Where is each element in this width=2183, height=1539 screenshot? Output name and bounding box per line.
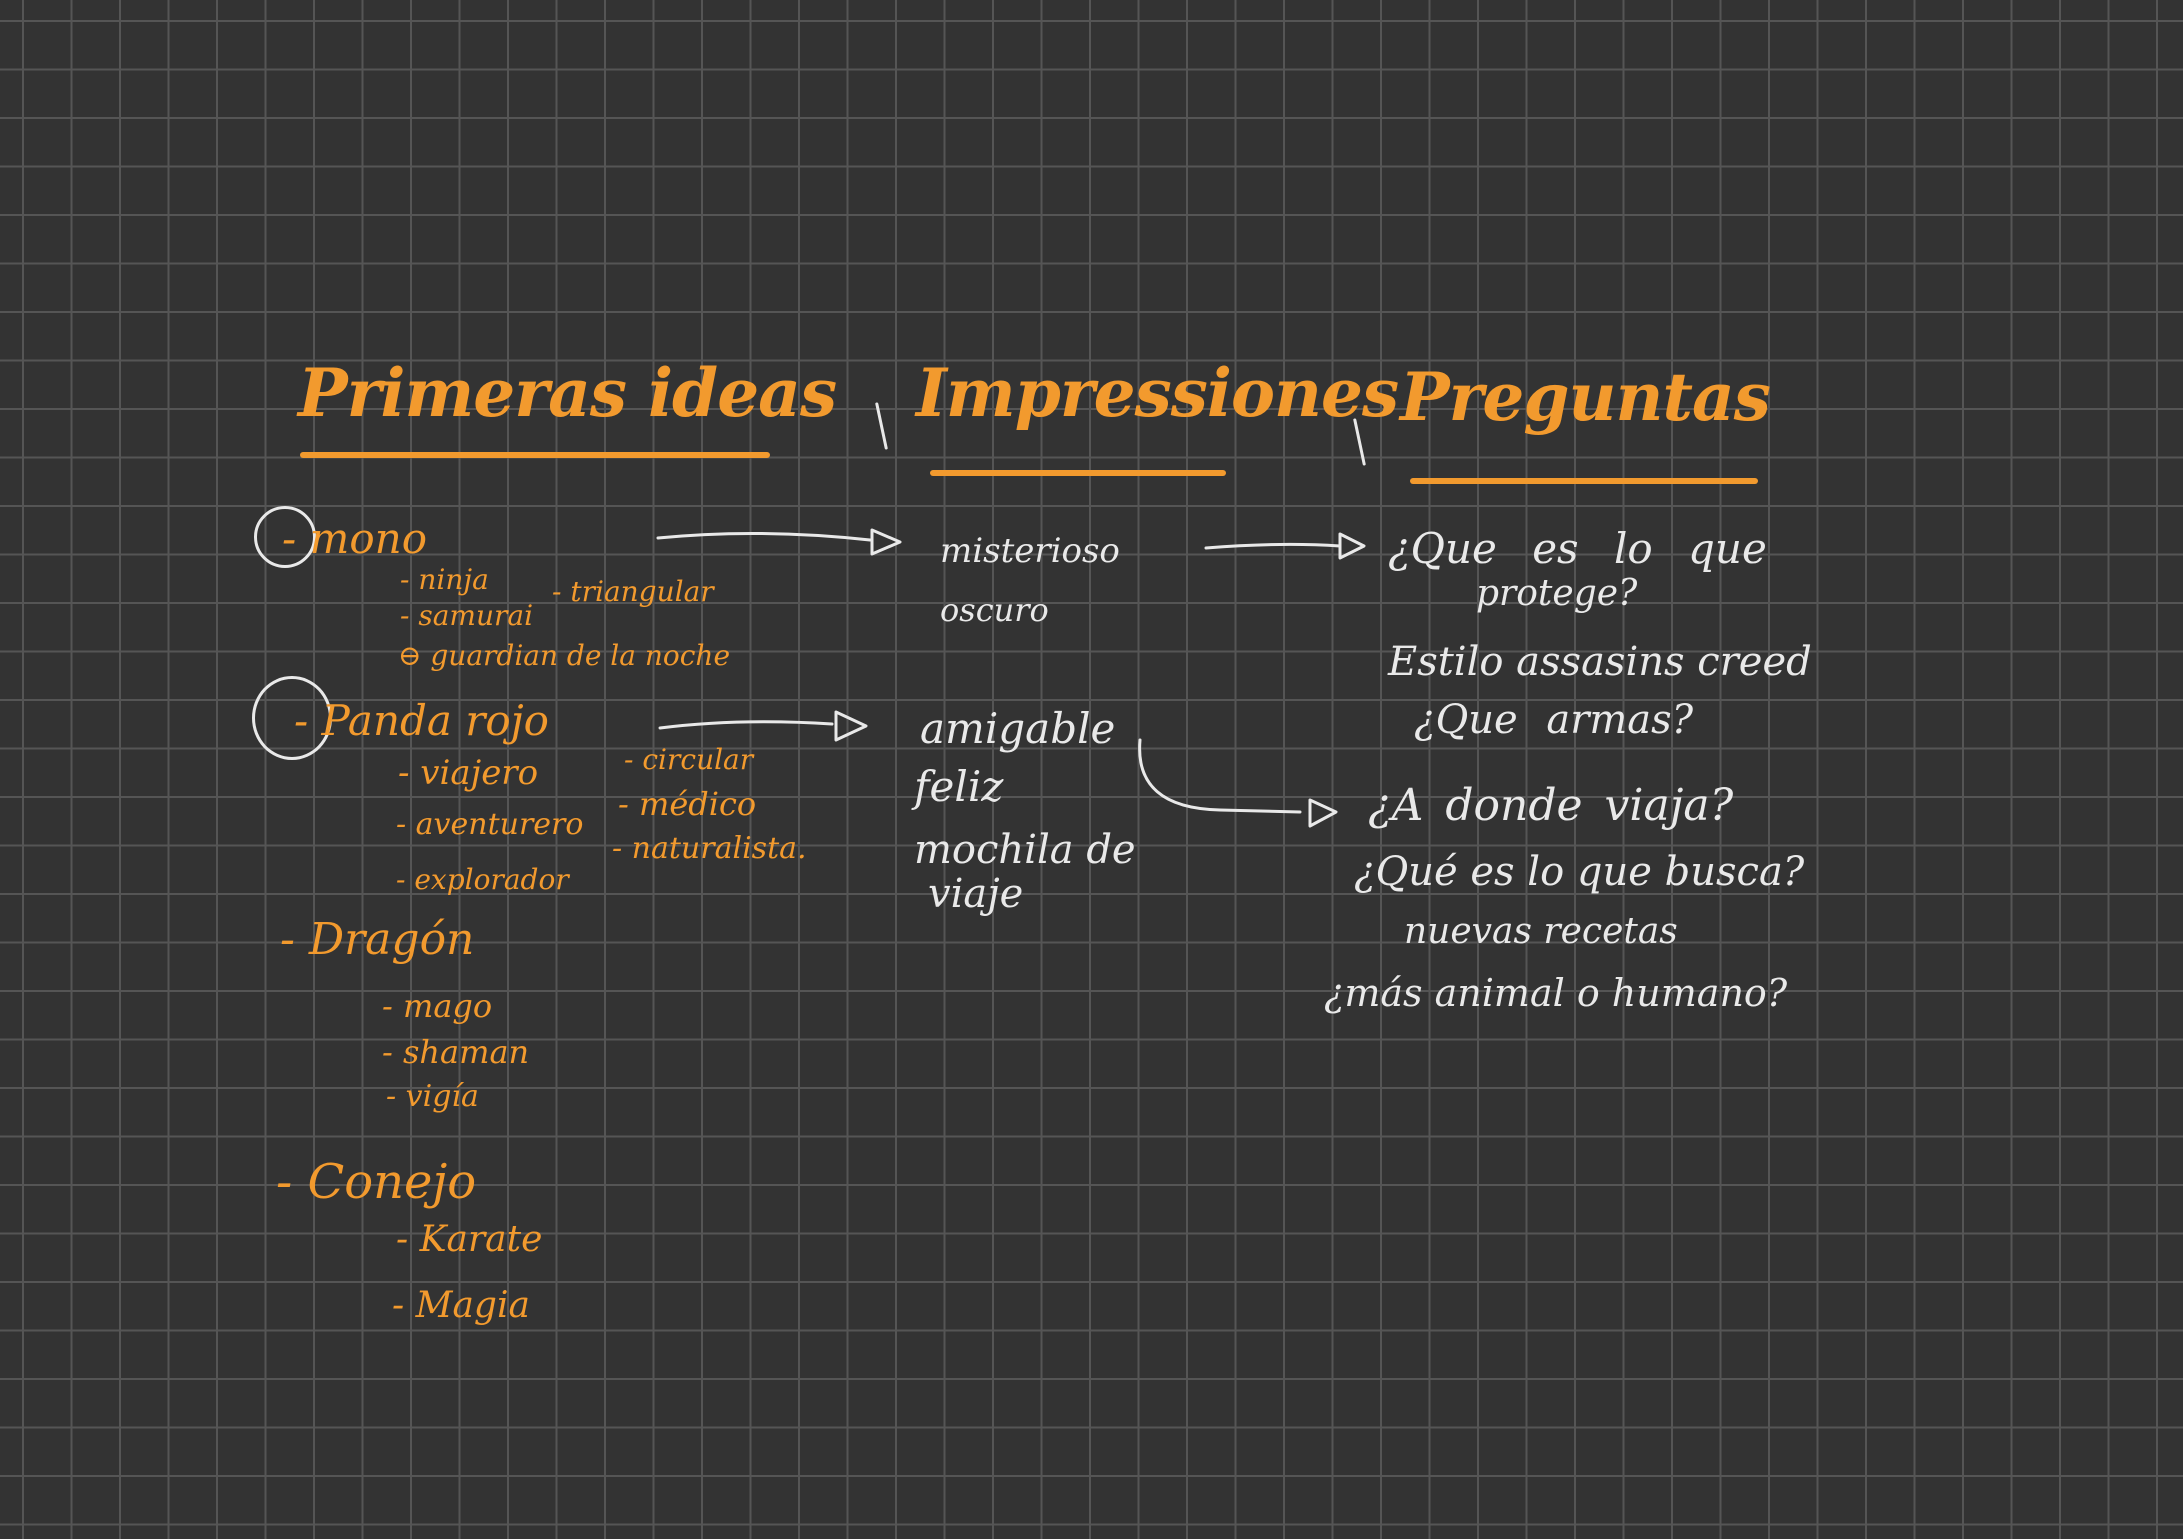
conejo-item-magia: - Magia <box>392 1285 530 1326</box>
panda-item-viajero: - viajero <box>398 753 539 793</box>
panda-item-explorador: - explorador <box>396 863 569 896</box>
conejo-item-karate: - Karate <box>396 1219 543 1260</box>
dragon-item-shaman: - shaman <box>382 1033 530 1071</box>
panda-circle-marker <box>252 676 332 760</box>
question-donde-viaja: ¿A donde viaja? <box>1368 780 1734 831</box>
mono-shape-triangular: - triangular <box>552 575 714 608</box>
impression-mochila-de: mochila de <box>914 827 1136 873</box>
dragon-item-vigia: - vigía <box>386 1079 479 1114</box>
heading-impressiones: Impressiones <box>916 354 1399 432</box>
question-animal-o-humano: ¿más animal o humano? <box>1324 971 1788 1015</box>
question-que-protege-line2: protege? <box>1476 573 1638 614</box>
heading-primeras-ideas-underline <box>300 452 770 458</box>
heading-preguntas-underline <box>1410 478 1758 484</box>
mono-item-ninja: - ninja <box>400 563 489 596</box>
mono-item-samurai: - samurai <box>400 599 534 632</box>
idea-mono: - mono <box>282 514 427 563</box>
question-que-armas: ¿Que armas? <box>1414 697 1694 743</box>
question-nuevas-recetas: nuevas recetas <box>1404 911 1678 952</box>
idea-dragon: - Dragón <box>280 914 475 965</box>
question-que-busca: ¿Qué es lo que busca? <box>1354 849 1805 895</box>
impression-oscuro: oscuro <box>940 591 1049 629</box>
mono-circle-marker <box>254 506 316 568</box>
idea-conejo: - Conejo <box>276 1154 477 1210</box>
arrow-amigable-to-viaja <box>1138 738 1302 814</box>
panda-item-aventurero: - aventurero <box>396 807 584 842</box>
dragon-item-mago: - mago <box>382 987 493 1025</box>
impression-misterioso: misterioso <box>940 531 1120 571</box>
panda-extra-circular: - circular <box>624 743 754 776</box>
arrow-head-1 <box>870 528 902 556</box>
impression-amigable: amigable <box>920 704 1116 753</box>
arrow-misterioso-to-pregunta <box>1204 542 1342 550</box>
arrow-head-4 <box>1308 798 1338 828</box>
panda-extra-medico: - médico <box>618 785 757 823</box>
arrow-head-2 <box>1338 532 1366 560</box>
question-estilo-assasins: Estilo assasins creed <box>1388 639 1812 685</box>
arrow-mono-to-misterioso <box>656 531 872 542</box>
impression-feliz: feliz <box>914 762 1004 811</box>
question-que-protege-line1: ¿Que es lo que <box>1388 524 1767 573</box>
heading-preguntas: Preguntas <box>1400 358 1771 436</box>
arrow-panda-to-amigable <box>658 720 834 730</box>
heading-impressiones-underline <box>930 470 1226 476</box>
heading-primeras-ideas: Primeras ideas <box>298 354 837 432</box>
panda-extra-naturalista: - naturalista. <box>612 831 807 866</box>
mono-item-guardian: ⊖ guardian de la noche <box>398 639 731 672</box>
idea-panda-rojo: - Panda rojo <box>294 696 549 745</box>
arrow-head-3 <box>834 710 868 742</box>
impression-viaje: viaje <box>928 871 1024 917</box>
